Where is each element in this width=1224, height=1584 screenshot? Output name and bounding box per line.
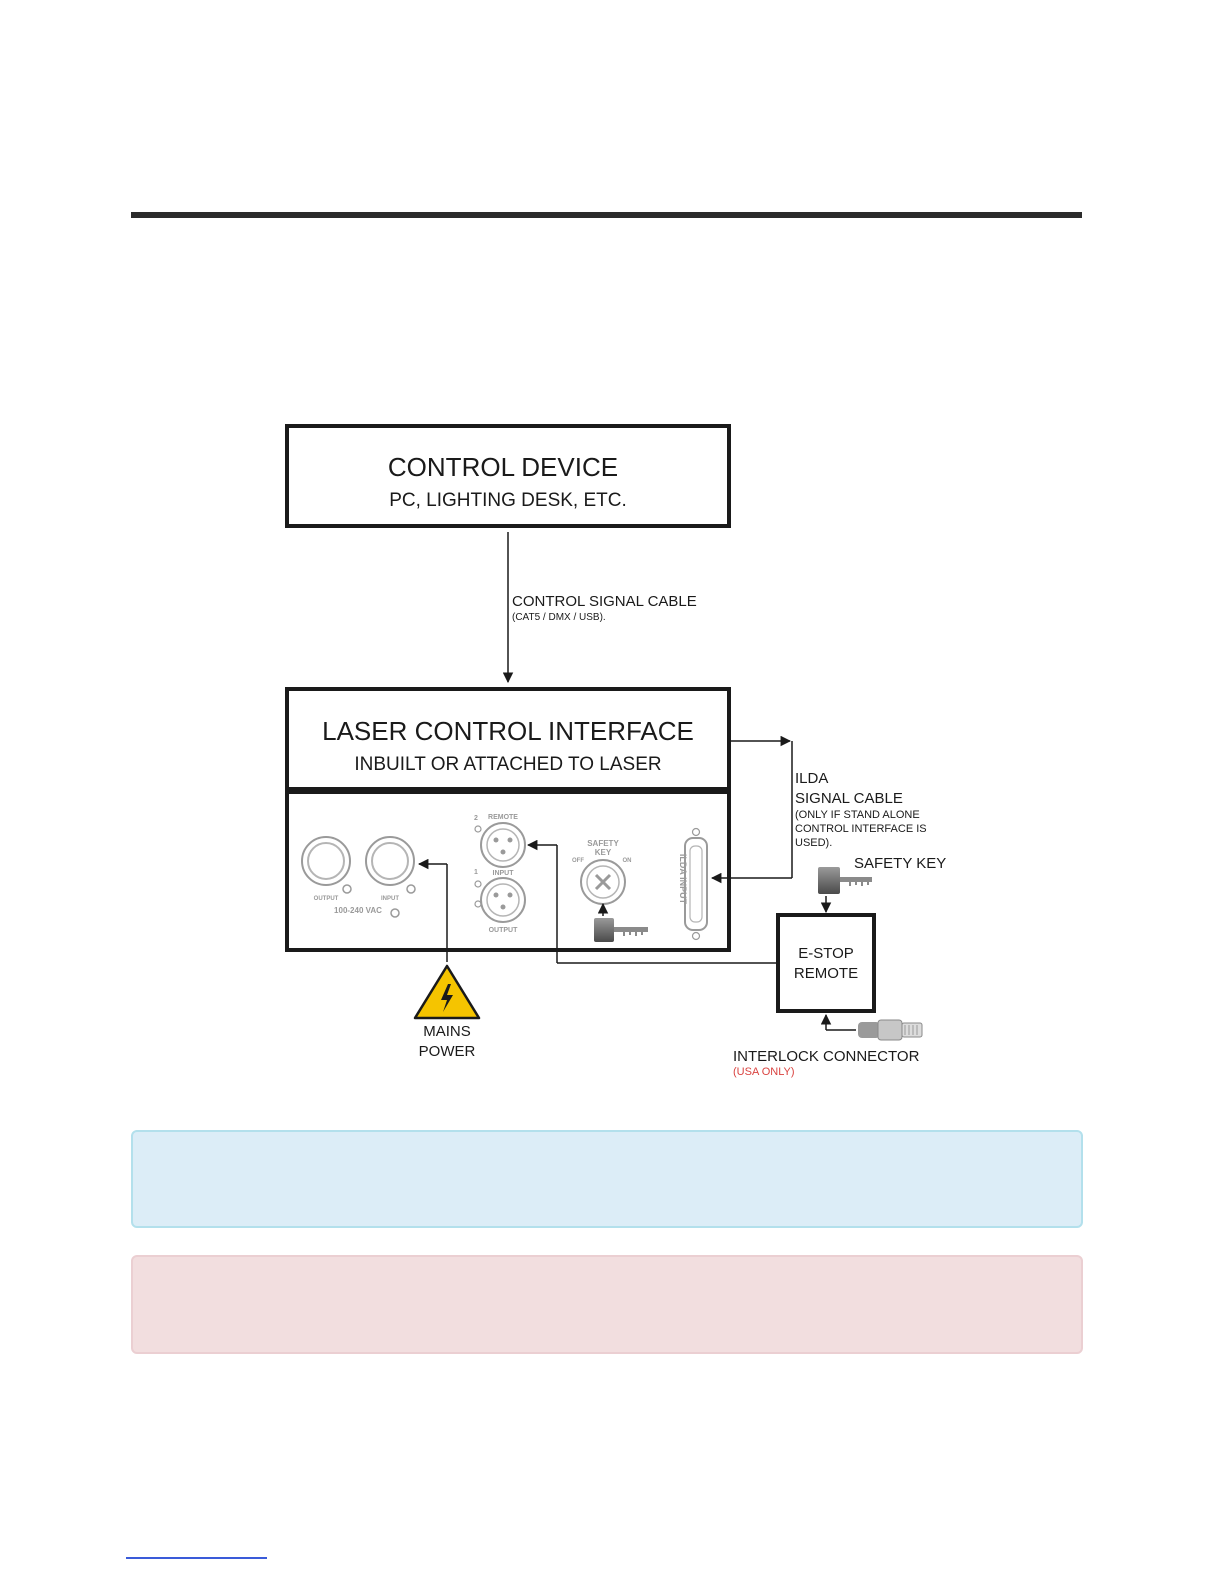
ilda-input-label: ILDA INPUT	[678, 854, 688, 905]
laser-interface-subtitle: INBUILT OR ATTACHED TO LASER	[354, 754, 661, 775]
control-device-title: CONTROL DEVICE	[388, 452, 618, 482]
dmx-input-output-connector: INPUT 1 OUTPUT	[474, 869, 526, 934]
laser-interface-title: LASER CONTROL INTERFACE	[322, 716, 694, 746]
footer-link-underline[interactable]	[126, 1557, 267, 1559]
remote-xlr-connector: REMOTE 2	[474, 814, 526, 868]
ilda-input-connector: ILDA INPUT	[678, 827, 708, 941]
ilda-cable-note-line1: (ONLY IF STAND ALONE	[795, 809, 920, 821]
ilda-cable-note-line2: CONTROL INTERFACE IS	[795, 823, 927, 835]
safety-key-label: SAFETY KEY	[854, 855, 946, 872]
pin1-label: 1	[474, 869, 478, 876]
laser-control-interface-box: LASER CONTROL INTERFACE INBUILT OR ATTAC…	[285, 687, 731, 791]
voltage-label: 100-240 VAC	[334, 906, 382, 915]
panel-off-label: OFF	[572, 858, 584, 864]
info-callout-box	[131, 1130, 1083, 1228]
panel-key-label: KEY	[595, 848, 612, 857]
power-output-connector: OUTPUT	[301, 836, 352, 902]
power-output-label: OUTPUT	[314, 896, 339, 902]
power-input-label: INPUT	[381, 896, 399, 902]
dmx-output-label: OUTPUT	[489, 927, 519, 934]
high-voltage-warning-icon	[413, 964, 481, 1020]
interlock-connector-label: INTERLOCK CONNECTOR	[733, 1048, 920, 1065]
remote-label: REMOTE	[488, 814, 518, 821]
control-device-subtitle: PC, LIGHTING DESK, ETC.	[389, 490, 627, 511]
interlock-plug-icon	[858, 1019, 923, 1041]
ilda-cable-label-line2: SIGNAL CABLE	[795, 790, 903, 807]
control-signal-cable-detail: (CAT5 / DMX / USB).	[512, 612, 606, 623]
dmx-input-label: INPUT	[493, 870, 515, 877]
panel-key-icon	[594, 918, 648, 942]
mains-label-line2: POWER	[419, 1043, 476, 1060]
mains-label-line1: MAINS	[423, 1023, 471, 1040]
control-device-box: CONTROL DEVICE PC, LIGHTING DESK, ETC.	[285, 424, 731, 528]
rear-panel: OUTPUT INPUT 100-240 VAC REMOTE 2 INPUT …	[285, 790, 731, 952]
ilda-cable-note-line3: USED).	[795, 837, 832, 849]
control-signal-cable-label: CONTROL SIGNAL CABLE	[512, 593, 697, 610]
estop-label-line1: E-STOP	[798, 945, 854, 962]
danger-callout-box	[131, 1255, 1083, 1354]
interlock-usa-only-note: (USA ONLY)	[733, 1066, 795, 1078]
ilda-cable-label-line1: ILDA	[795, 770, 828, 787]
safety-key-icon	[818, 867, 872, 894]
header-rule	[131, 212, 1082, 218]
power-input-connector: INPUT	[365, 836, 416, 902]
pin2-label: 2	[474, 815, 478, 822]
panel-on-label: ON	[623, 858, 632, 864]
estop-remote-box: E-STOP REMOTE	[776, 913, 876, 1013]
panel-safety-label: SAFETY	[587, 839, 619, 848]
estop-label-line2: REMOTE	[794, 965, 858, 982]
